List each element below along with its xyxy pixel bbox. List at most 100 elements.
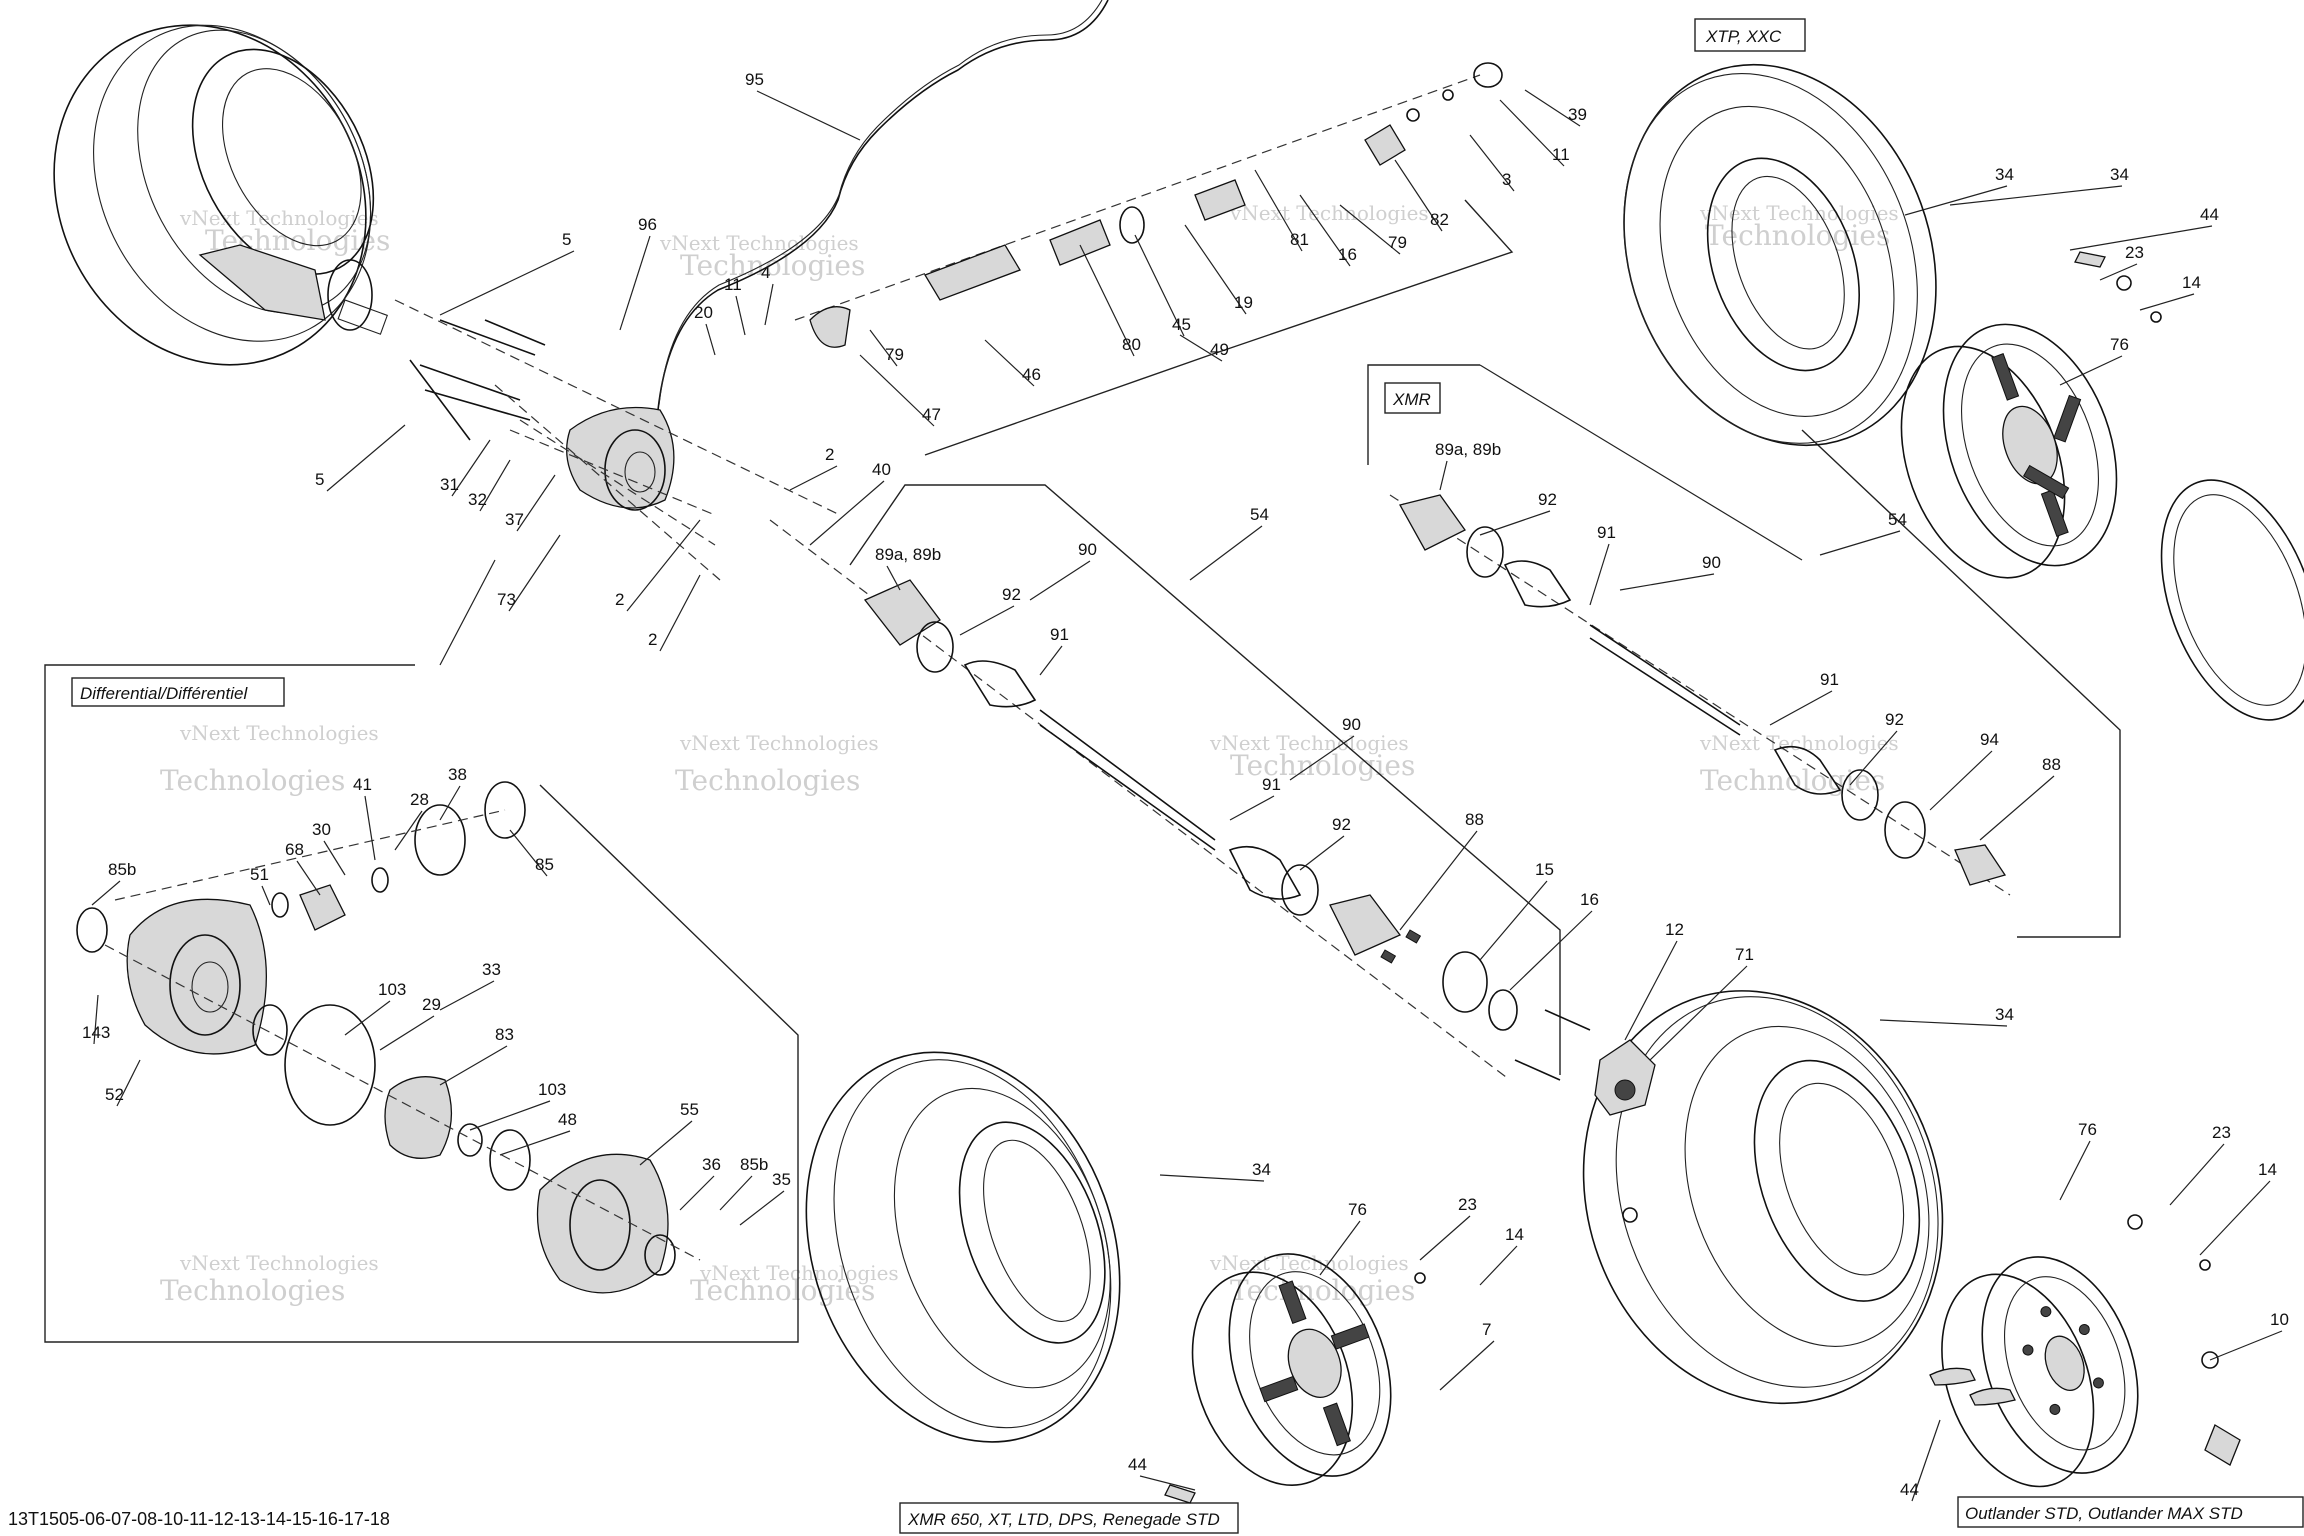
callout: 37 bbox=[505, 474, 556, 532]
callout: 82 bbox=[1394, 159, 1449, 232]
callout: 91 bbox=[1039, 625, 1069, 676]
callout-number: 44 bbox=[1128, 1455, 1147, 1474]
callout: 28 bbox=[394, 790, 429, 851]
watermark: vNext Technologies bbox=[179, 721, 379, 745]
callout-number: 92 bbox=[1332, 815, 1351, 834]
callout-leader bbox=[1419, 1215, 1471, 1261]
callout-number: 34 bbox=[1995, 1005, 2014, 1024]
callout-number: 15 bbox=[1535, 860, 1554, 879]
callout: 35 bbox=[739, 1170, 791, 1226]
callout-leader bbox=[659, 574, 701, 652]
callout-number: 52 bbox=[105, 1085, 124, 1104]
callout: 11 bbox=[724, 275, 746, 336]
callout: 88 bbox=[1979, 755, 2061, 841]
callout-leader bbox=[1299, 194, 1351, 267]
callout-leader bbox=[1624, 940, 1678, 1041]
models-left-box bbox=[899, 1502, 1239, 1534]
callout: 103 bbox=[344, 980, 406, 1036]
callout-number: 85b bbox=[108, 860, 136, 879]
callout-leader bbox=[789, 465, 838, 491]
callout-number: 79 bbox=[885, 345, 904, 364]
callout-number: 38 bbox=[448, 765, 467, 784]
callout: 49 bbox=[1179, 334, 1229, 362]
watermark: vNext Technologies bbox=[1209, 731, 1409, 755]
callout: 20 bbox=[694, 303, 716, 356]
callout-leader bbox=[439, 1045, 508, 1086]
callout-leader bbox=[296, 860, 321, 896]
callout: 90 bbox=[1619, 553, 1721, 591]
callout-leader bbox=[1589, 543, 1610, 606]
callout: 12 bbox=[1624, 920, 1684, 1041]
callout: 89a, 89b bbox=[1435, 440, 1501, 491]
callout-leader bbox=[1619, 573, 1715, 591]
callout-number: 90 bbox=[1702, 553, 1721, 572]
callout-leader bbox=[639, 1120, 693, 1166]
callout: 54 bbox=[1819, 510, 1907, 556]
callout-number: 81 bbox=[1290, 230, 1309, 249]
watermark: vNext Technologies bbox=[1229, 201, 1429, 225]
callout: 36 bbox=[679, 1155, 721, 1211]
tire-bottom-right bbox=[1582, 990, 1944, 1405]
hub-71 bbox=[1514, 1009, 1656, 1116]
callout-leader bbox=[469, 1100, 551, 1131]
callout: 85 bbox=[509, 829, 554, 877]
callout-number: 14 bbox=[2258, 1160, 2277, 1179]
callout: 92 bbox=[1479, 490, 1557, 536]
callout-number: 2 bbox=[648, 630, 657, 649]
callout: 90 bbox=[1289, 715, 1361, 781]
callout-number: 33 bbox=[482, 960, 501, 979]
callout-number: 37 bbox=[505, 510, 524, 529]
callout-number: 19 bbox=[1234, 293, 1253, 312]
callout-leader bbox=[439, 980, 495, 1011]
callout-number: 92 bbox=[1538, 490, 1557, 509]
callout: 81 bbox=[1254, 169, 1309, 252]
callout-number: 68 bbox=[285, 840, 304, 859]
callout-number: 2 bbox=[825, 445, 834, 464]
callout-number: 49 bbox=[1210, 340, 1229, 359]
callout-leader bbox=[116, 1059, 141, 1107]
callout-leader bbox=[1184, 224, 1247, 315]
callout: 103 bbox=[469, 1080, 566, 1131]
callout: 52 bbox=[105, 1059, 141, 1107]
callout-number: 96 bbox=[638, 215, 657, 234]
callout: 91 bbox=[1229, 775, 1281, 821]
callout: 14 bbox=[2199, 1160, 2277, 1256]
tire-bottom-middle bbox=[805, 1051, 1121, 1443]
callout-number: 10 bbox=[2270, 1310, 2289, 1329]
xmr-label-box bbox=[1384, 382, 1441, 414]
callout: 96 bbox=[619, 215, 657, 331]
callout-leader bbox=[1319, 1220, 1361, 1276]
callout: 29 bbox=[379, 995, 441, 1051]
callout-number: 103 bbox=[378, 980, 406, 999]
callout-leader bbox=[394, 810, 423, 851]
callout-leader bbox=[719, 1175, 753, 1211]
callout-leader bbox=[1159, 1174, 1265, 1182]
watermark: vNext Technologies bbox=[1209, 1251, 1409, 1275]
differential-frame bbox=[44, 664, 799, 1343]
xmr-frame-right bbox=[1801, 429, 2121, 938]
callout: 2 bbox=[615, 519, 701, 612]
callout: 143 bbox=[82, 994, 110, 1045]
callout-number: 23 bbox=[2212, 1123, 2231, 1142]
models-left-label: XMR 650, XT, LTD, DPS, Renegade STD bbox=[907, 1510, 1220, 1529]
callout-leader bbox=[959, 605, 1015, 636]
callout: 71 bbox=[1649, 945, 1754, 1061]
callout: 34 bbox=[1879, 1005, 2014, 1027]
callout-number: 14 bbox=[1505, 1225, 1524, 1244]
callout: 79 bbox=[1339, 204, 1407, 255]
callout-number: 91 bbox=[1050, 625, 1069, 644]
callout-leader bbox=[739, 1190, 785, 1226]
axle-frame bbox=[849, 484, 1561, 1075]
callout-number: 91 bbox=[1262, 775, 1281, 794]
callout-number: 83 bbox=[495, 1025, 514, 1044]
callout: 45 bbox=[1134, 234, 1191, 337]
beadlock-ring bbox=[2160, 479, 2304, 721]
callout-leader bbox=[626, 519, 701, 612]
callout-leader bbox=[2139, 293, 2195, 311]
callout-leader bbox=[756, 90, 861, 141]
callout: 44 bbox=[1900, 1419, 1941, 1502]
callout-leader bbox=[1179, 334, 1223, 362]
callout-leader bbox=[859, 354, 935, 427]
callout-number: 54 bbox=[1250, 505, 1269, 524]
